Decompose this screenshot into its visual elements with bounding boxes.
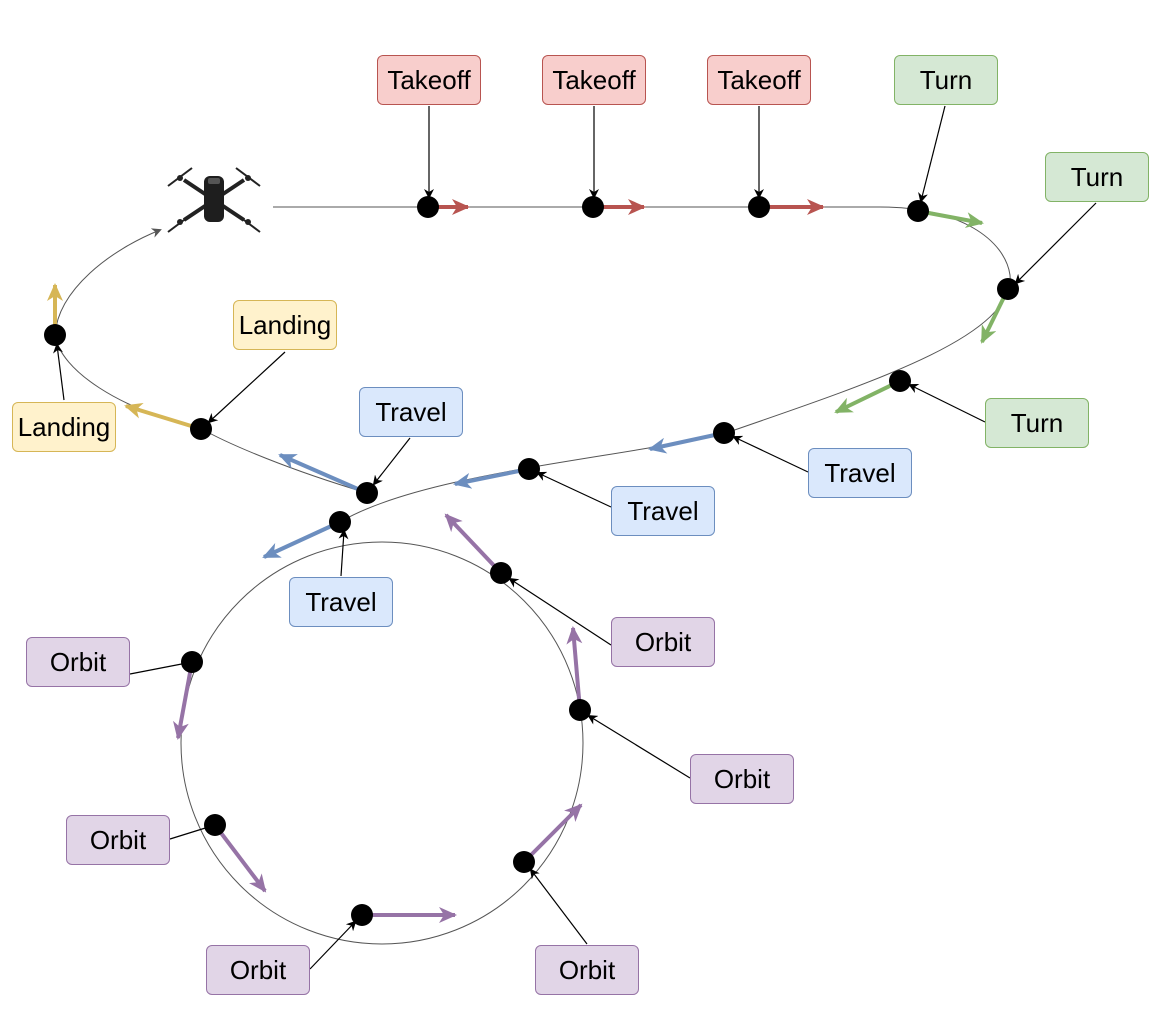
waypoint xyxy=(44,324,66,346)
waypoint xyxy=(329,511,351,533)
orbit-arrow xyxy=(173,661,194,740)
waypoint xyxy=(907,200,929,222)
turn-arrow xyxy=(834,379,901,414)
takeoff-label: Takeoff xyxy=(542,55,646,105)
travel-label: Travel xyxy=(289,577,393,627)
waypoint xyxy=(204,814,226,836)
landing-label: Landing xyxy=(233,300,337,350)
landing-arrow xyxy=(124,403,202,431)
orbit-arrow xyxy=(444,513,503,575)
turn-label: Turn xyxy=(894,55,998,105)
orbit-label: Orbit xyxy=(26,637,130,687)
waypoint xyxy=(356,482,378,504)
orbit-label: Orbit xyxy=(690,754,794,804)
travel-label: Travel xyxy=(359,387,463,437)
turn-label: Turn xyxy=(985,398,1089,448)
waypoint xyxy=(713,422,735,444)
orbit-arrow xyxy=(213,823,267,893)
waypoint xyxy=(889,370,911,392)
travel-arrow xyxy=(278,453,368,495)
takeoff-label: Takeoff xyxy=(707,55,811,105)
travel-arrow xyxy=(648,431,725,454)
travel-label: Travel xyxy=(808,448,912,498)
direction-arrows xyxy=(47,199,1010,923)
orbit-label: Orbit xyxy=(206,945,310,995)
orbit-circle xyxy=(180,541,584,945)
waypoint xyxy=(748,196,770,218)
orbit-arrow xyxy=(566,626,583,711)
takeoff-label: Takeoff xyxy=(377,55,481,105)
orbit-label: Orbit xyxy=(535,945,639,995)
travel-label: Travel xyxy=(611,486,715,536)
landing-label: Landing xyxy=(12,402,116,452)
waypoint xyxy=(518,458,540,480)
orbit-arrow xyxy=(522,803,583,864)
travel-arrow xyxy=(262,520,341,559)
drone-icon xyxy=(167,167,261,233)
waypoint xyxy=(417,196,439,218)
leader-lines xyxy=(53,105,1097,970)
waypoints xyxy=(44,196,1019,926)
flight-path xyxy=(54,206,1011,945)
waypoint xyxy=(997,278,1019,300)
waypoint xyxy=(513,851,535,873)
waypoint xyxy=(569,699,591,721)
turn-label: Turn xyxy=(1045,152,1149,202)
waypoint xyxy=(490,562,512,584)
travel-arrow xyxy=(453,467,530,489)
orbit-label: Orbit xyxy=(66,815,170,865)
waypoint xyxy=(190,418,212,440)
orbit-label: Orbit xyxy=(611,617,715,667)
waypoint xyxy=(181,651,203,673)
return-segment xyxy=(54,228,368,494)
waypoint xyxy=(582,196,604,218)
waypoint xyxy=(351,904,373,926)
